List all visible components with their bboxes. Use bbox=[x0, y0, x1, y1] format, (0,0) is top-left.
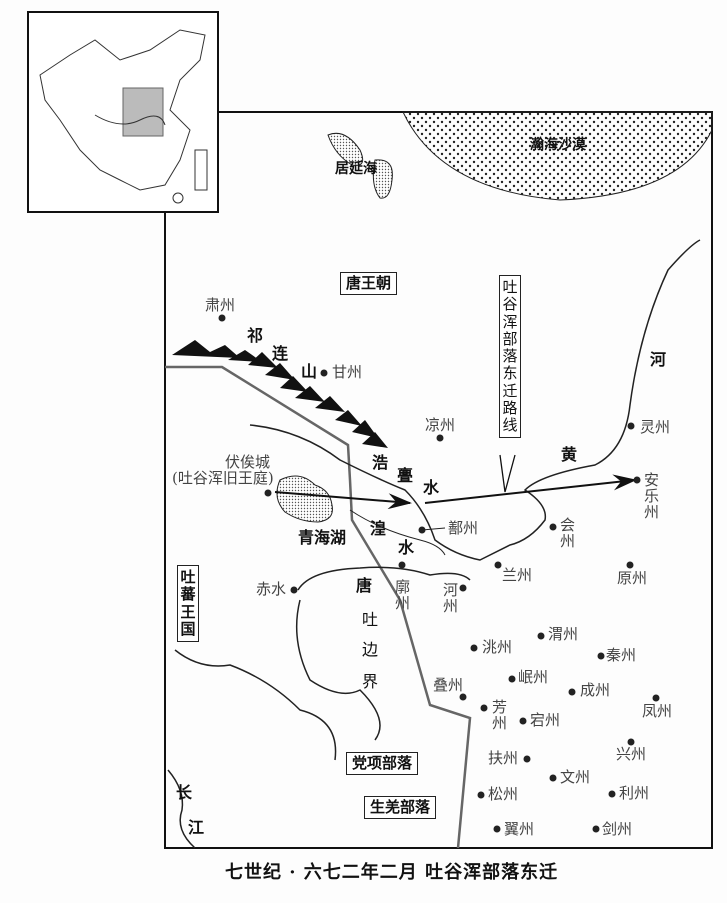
mountain-char: 山 bbox=[301, 362, 318, 381]
river-char: 长 bbox=[176, 783, 193, 802]
tubo-kingdom-label: 吐蕃王国 bbox=[177, 565, 199, 642]
border-char: 边 bbox=[362, 640, 379, 659]
juyan-lake bbox=[327, 132, 364, 166]
route-callout-pointer bbox=[499, 454, 516, 493]
river-west bbox=[174, 649, 337, 761]
yangtze-river bbox=[167, 769, 196, 849]
city-label: 凤州 bbox=[642, 702, 673, 720]
city-label: 凉州 bbox=[425, 416, 456, 434]
city-label: 河州 bbox=[443, 581, 459, 615]
city-dots bbox=[218, 314, 660, 833]
city-label: 成州 bbox=[580, 681, 611, 699]
city-label: 文州 bbox=[560, 768, 591, 786]
qinghai-label: 青海湖 bbox=[298, 528, 347, 547]
city-label: 赤水 bbox=[256, 580, 287, 598]
yellow-river bbox=[249, 239, 701, 561]
river-char: 河 bbox=[650, 350, 667, 369]
river-char: 江 bbox=[188, 818, 205, 837]
huang-river bbox=[349, 509, 446, 556]
city-label: 扶州 bbox=[488, 749, 519, 767]
city-label: 岷州 bbox=[518, 668, 549, 686]
city-label: 兴州 bbox=[616, 745, 647, 763]
map-caption: 七世纪 · 六七二年二月 吐谷浑部落东迁 bbox=[225, 862, 559, 883]
qilian-mountains-icon bbox=[172, 340, 388, 448]
fuqi-city-label: 伏俟城 bbox=[225, 453, 271, 471]
city-label: 宕州 bbox=[530, 711, 561, 729]
river-char: 浩 bbox=[372, 453, 389, 472]
fuqi-note-label: (吐谷浑旧王庭) bbox=[172, 469, 274, 487]
desert-area bbox=[402, 111, 713, 201]
shengqiang-label: 生羌部落 bbox=[364, 796, 437, 819]
qinghai-lake bbox=[276, 475, 333, 523]
border-char: 界 bbox=[362, 672, 379, 691]
route-label: 吐谷浑部落东迁路线 bbox=[499, 275, 521, 439]
city-label: 利州 bbox=[619, 784, 650, 802]
city-label: 鄯州 bbox=[448, 519, 479, 537]
city-label: 叠州 bbox=[433, 676, 464, 694]
river-char: 黄 bbox=[561, 445, 578, 464]
migration-arrow-west bbox=[274, 491, 412, 510]
river-char: 亹 bbox=[397, 466, 414, 485]
river-bend bbox=[295, 599, 381, 741]
city-label: 会州 bbox=[560, 516, 576, 550]
river-char: 水 bbox=[398, 538, 415, 557]
mountain-char: 祁 bbox=[247, 326, 264, 345]
city-label: 剑州 bbox=[602, 820, 633, 838]
border-char: 唐 bbox=[356, 576, 373, 595]
city-label: 甘州 bbox=[332, 363, 363, 381]
border-char: 吐 bbox=[362, 610, 379, 629]
migration-arrow-east bbox=[424, 474, 637, 504]
city-label: 廓州 bbox=[395, 578, 411, 612]
city-label: 渭州 bbox=[548, 625, 579, 643]
inset-map bbox=[27, 11, 219, 213]
desert-label: 瀚海沙漠 bbox=[530, 137, 586, 153]
juyan-lake-south bbox=[372, 159, 393, 199]
dangxiang-label: 党项部落 bbox=[346, 752, 419, 775]
city-label: 洮州 bbox=[482, 638, 513, 656]
city-label: 翼州 bbox=[504, 820, 535, 838]
city-label: 松州 bbox=[488, 785, 519, 803]
city-label: 秦州 bbox=[606, 646, 637, 664]
city-label: 兰州 bbox=[502, 566, 533, 584]
tang-dynasty-label: 唐王朝 bbox=[340, 272, 398, 295]
river-char: 湟 bbox=[370, 519, 387, 538]
mountain-char: 连 bbox=[272, 344, 289, 363]
city-label: 灵州 bbox=[640, 418, 671, 436]
river-char: 水 bbox=[423, 478, 440, 497]
city-label: 原州 bbox=[617, 569, 648, 587]
tang-tubo-border bbox=[165, 365, 472, 849]
city-label: 肃州 bbox=[205, 296, 236, 314]
city-label: 安乐州 bbox=[644, 471, 660, 521]
river-south bbox=[297, 566, 471, 591]
juyan-label: 居延海 bbox=[335, 161, 377, 177]
shanzhou-leader bbox=[421, 527, 446, 531]
city-label: 芳州 bbox=[492, 698, 508, 732]
